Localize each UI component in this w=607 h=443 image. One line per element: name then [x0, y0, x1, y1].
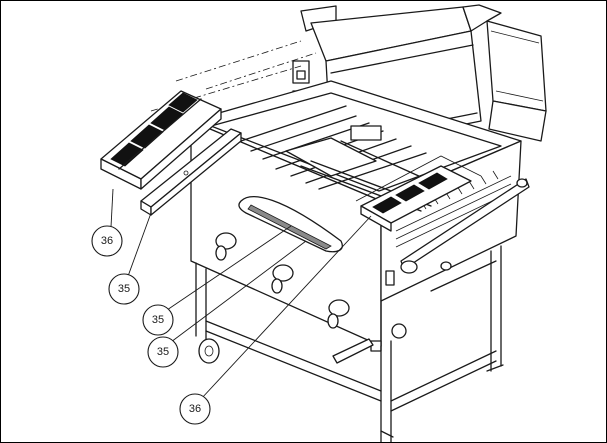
callout-36-left: 36 — [91, 225, 123, 257]
callout-36-bottom-label: 36 — [189, 403, 201, 415]
callout-36-bottom: 36 — [179, 393, 211, 425]
right-grill-grate — [355, 155, 482, 232]
callout-35-mid-lower-label: 35 — [157, 346, 169, 358]
callout-35-left-label: 35 — [118, 283, 130, 295]
left-drip-tray-exploded — [140, 128, 242, 216]
callout-36-left-label: 36 — [101, 235, 113, 247]
callout-35-mid-lower: 35 — [147, 336, 179, 368]
stand-frame — [195, 245, 504, 442]
callout-35-mid-upper: 35 — [142, 304, 174, 336]
left-grill-grate-exploded — [100, 90, 222, 190]
callout-35-left: 35 — [108, 273, 140, 305]
callout-35-mid-upper-label: 35 — [152, 314, 164, 326]
leader-lines — [110, 188, 372, 400]
